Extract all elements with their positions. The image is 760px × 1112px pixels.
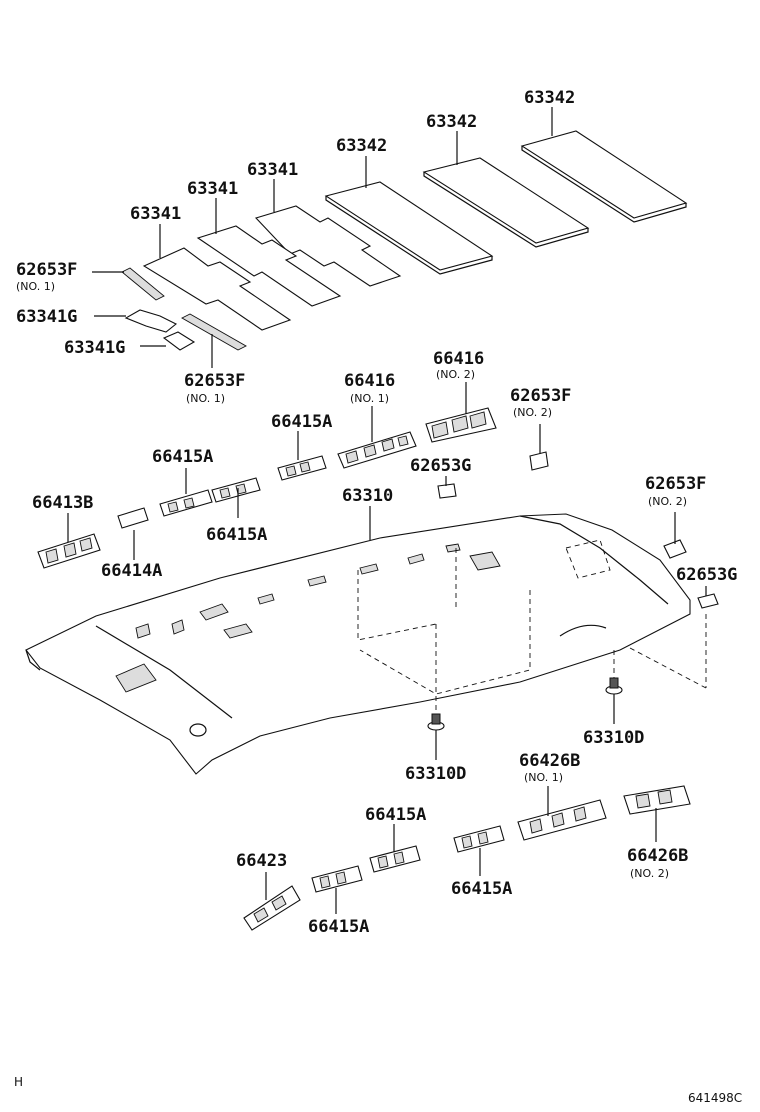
label-63341-left: 63341 [130,204,181,224]
label-66416-no1: 66416 [344,371,395,391]
pad-63341-middle [196,225,342,307]
label-66426B-no2: 66426B [627,846,688,866]
label-66415A-d: 66415A [365,805,426,825]
clip-66414A [117,507,149,529]
clip-62653G-upper [437,483,457,499]
fastener-63310D-left [427,713,445,731]
clip-66415A-a [277,455,327,481]
clip-62653G-lower [697,593,719,609]
label-63341-right: 63341 [247,160,298,180]
label-66423: 66423 [236,851,287,871]
bracket-66416-no1 [337,431,417,469]
note-66416-no1: (NO. 1) [350,392,389,405]
pad-63342-middle [422,157,590,248]
leader-lines [67,107,707,914]
strip-62653F-no1-lower [181,313,247,351]
label-63342-middle: 63342 [426,112,477,132]
bracket-66423 [243,885,301,931]
clip-62653F-no2-upper [529,451,549,471]
label-62653F-upper: 62653F [16,260,77,280]
label-63341-middle: 63341 [187,179,238,199]
label-63310D-left: 63310D [405,764,466,784]
clip-66415A-e [369,845,421,873]
fastener-63310D-right [605,677,623,695]
label-66415A-a: 66415A [271,412,332,432]
clip-66415A-b [159,489,213,517]
label-62653F-lower: 62653F [184,371,245,391]
note-66426B-no2: (NO. 2) [630,867,669,880]
clip-66415A-d [453,825,505,853]
note-66426B-no1: (NO. 1) [524,771,563,784]
note-62653F-no2-upper: (NO. 2) [513,406,552,419]
pad-63342-right [520,130,688,223]
label-63342-right: 63342 [524,88,575,108]
pad-63341-left [142,247,292,331]
label-63310D-right: 63310D [583,728,644,748]
label-66414A: 66414A [101,561,162,581]
roof-headliner-63310 [25,513,707,775]
note-62653F-lower: (NO. 1) [186,392,225,405]
label-66413B: 66413B [32,493,93,513]
label-66416-no2: 66416 [433,349,484,369]
label-66426B-no1: 66426B [519,751,580,771]
clip-63341G-upper [124,309,178,333]
strip-62653F-no1-upper [121,267,165,301]
pad-63342-left [324,181,494,275]
label-62653G-lower: 62653G [676,565,737,585]
note-62653F-no2-lower: (NO. 2) [648,495,687,508]
label-66415A-c: 66415A [206,525,267,545]
page-code: 641498C [688,1091,742,1105]
label-66415A-b: 66415A [152,447,213,467]
label-63310: 63310 [342,486,393,506]
label-63341G-lower: 63341G [64,338,125,358]
bracket-66426B-no1 [517,799,607,841]
note-66416-no2: (NO. 2) [436,368,475,381]
label-63342-left: 63342 [336,136,387,156]
label-66415A-e: 66415A [451,879,512,899]
note-62653F-upper: (NO. 1) [16,280,55,293]
pad-63341-right [254,205,402,287]
label-62653F-no2-lower: 62653F [645,474,706,494]
corner-mark: H [14,1075,23,1089]
bracket-66426B-no2 [623,785,691,815]
clip-66415A-c [211,477,261,503]
label-66415A-f: 66415A [308,917,369,937]
label-63341G-upper: 63341G [16,307,77,327]
clip-63341G-lower [162,331,196,351]
clip-66415A-f [311,865,363,893]
label-62653G-upper: 62653G [410,456,471,476]
clip-66413B [37,533,101,569]
bracket-66416-no2 [425,407,497,443]
label-62653F-no2-upper: 62653F [510,386,571,406]
